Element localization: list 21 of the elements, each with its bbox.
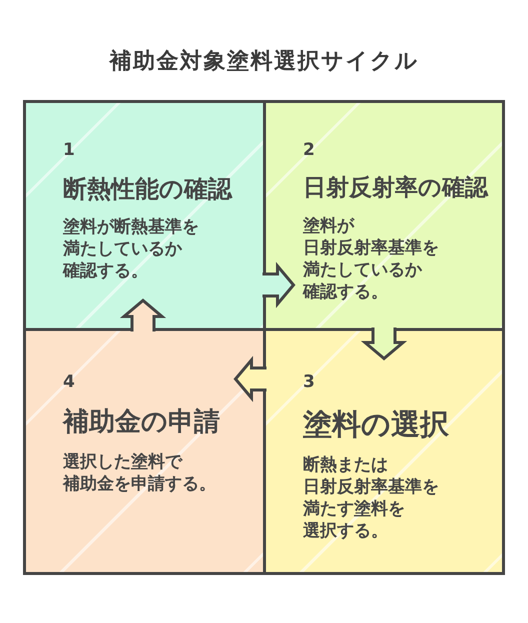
step-description: 塗料が断熱基準を満たしているか確認する。 [63,216,200,282]
step-panel [23,100,266,331]
step-number: 3 [303,372,315,392]
step-heading: 補助金の申請 [63,406,220,438]
block-arrow [234,356,268,402]
block-arrow [120,298,166,333]
step-heading: 塗料の選択 [303,406,449,442]
step-description: 選択した塗料で補助金を申請する。 [63,450,217,494]
step-description: 断熱または日射反射率基準を満たす塗料を選択する。 [303,454,440,542]
block-arrow [360,326,408,360]
step-heading: 日射反射率の確認 [303,174,488,203]
step-number: 4 [63,372,75,392]
block-arrow [261,262,296,308]
step-number: 2 [303,140,315,160]
diagram-title: 補助金対象塗料選択サイクル [109,48,419,76]
step-panel [23,328,266,575]
step-number: 1 [63,140,75,160]
step-heading: 断熱性能の確認 [63,174,232,204]
step-description: 塗料が日射反射率基準を満たしているか確認する。 [303,214,440,303]
step-panel [263,328,505,575]
step-panel [263,100,505,331]
